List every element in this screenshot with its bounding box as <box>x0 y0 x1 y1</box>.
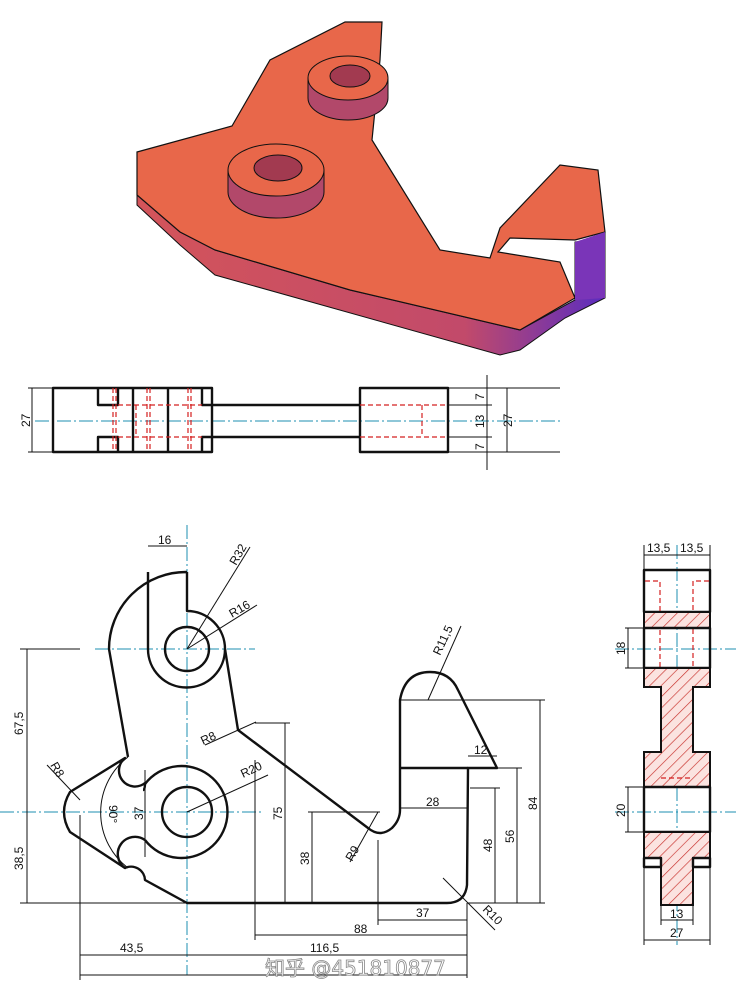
dim-r10: R10 <box>480 902 506 928</box>
dim-13-bottom: 13 <box>670 907 684 921</box>
part-top-face <box>136 21 606 331</box>
dim-7-top: 7 <box>473 393 487 400</box>
dim-r8-upper: R8 <box>198 728 218 747</box>
dim-16: 16 <box>158 533 172 547</box>
dim-r9: R9 <box>342 843 362 864</box>
dim-28: 28 <box>426 795 440 809</box>
dim-27-right: 27 <box>501 413 515 427</box>
isometric-view <box>136 21 606 356</box>
dim-r16: R16 <box>227 597 253 620</box>
dim-r32: R32 <box>226 541 249 567</box>
side-view: 13,5 13,5 18 20 13 27 <box>614 541 736 945</box>
dim-27-left: 27 <box>19 413 33 427</box>
dim-38-5: 38,5 <box>12 846 26 870</box>
dim-88: 88 <box>354 922 368 936</box>
dim-116-5: 116,5 <box>310 941 339 955</box>
dim-67-5: 67,5 <box>12 711 26 735</box>
dim-13: 13 <box>473 414 487 428</box>
dim-13-5-left: 13,5 <box>647 541 671 555</box>
dim-r8-left: R8 <box>47 760 67 781</box>
dim-r20: R20 <box>238 759 264 781</box>
dim-r11-5: R11,5 <box>430 623 456 657</box>
lower-hole <box>253 154 303 182</box>
dim-7-bottom: 7 <box>473 443 487 450</box>
upper-hole <box>329 64 371 88</box>
upper-boss <box>307 55 389 121</box>
dim-48: 48 <box>481 838 495 852</box>
top-view: 27 7 13 7 27 <box>19 375 560 470</box>
lower-boss <box>227 143 325 219</box>
watermark: 知乎 @451810877 <box>265 956 446 980</box>
dim-84: 84 <box>526 796 540 810</box>
dim-27-bottom: 27 <box>670 926 684 940</box>
dim-37-horizontal: 37 <box>416 906 430 920</box>
dim-18: 18 <box>614 641 628 655</box>
dim-43-5: 43,5 <box>120 941 144 955</box>
dim-12: 12 <box>474 743 488 757</box>
dim-37-vertical: 37 <box>132 806 146 820</box>
front-view: 16 R32 R16 67,5 38,5 R8 R8 R20 90° 37 75… <box>0 525 545 980</box>
dim-38: 38 <box>298 851 312 865</box>
dim-75: 75 <box>271 806 285 820</box>
dim-56: 56 <box>503 829 517 843</box>
dim-13-5-right: 13,5 <box>680 541 704 555</box>
dim-angle-90: 90° <box>106 805 120 823</box>
part-profile <box>62 570 499 905</box>
dim-20: 20 <box>614 803 628 817</box>
right-step-shadow <box>575 232 605 300</box>
